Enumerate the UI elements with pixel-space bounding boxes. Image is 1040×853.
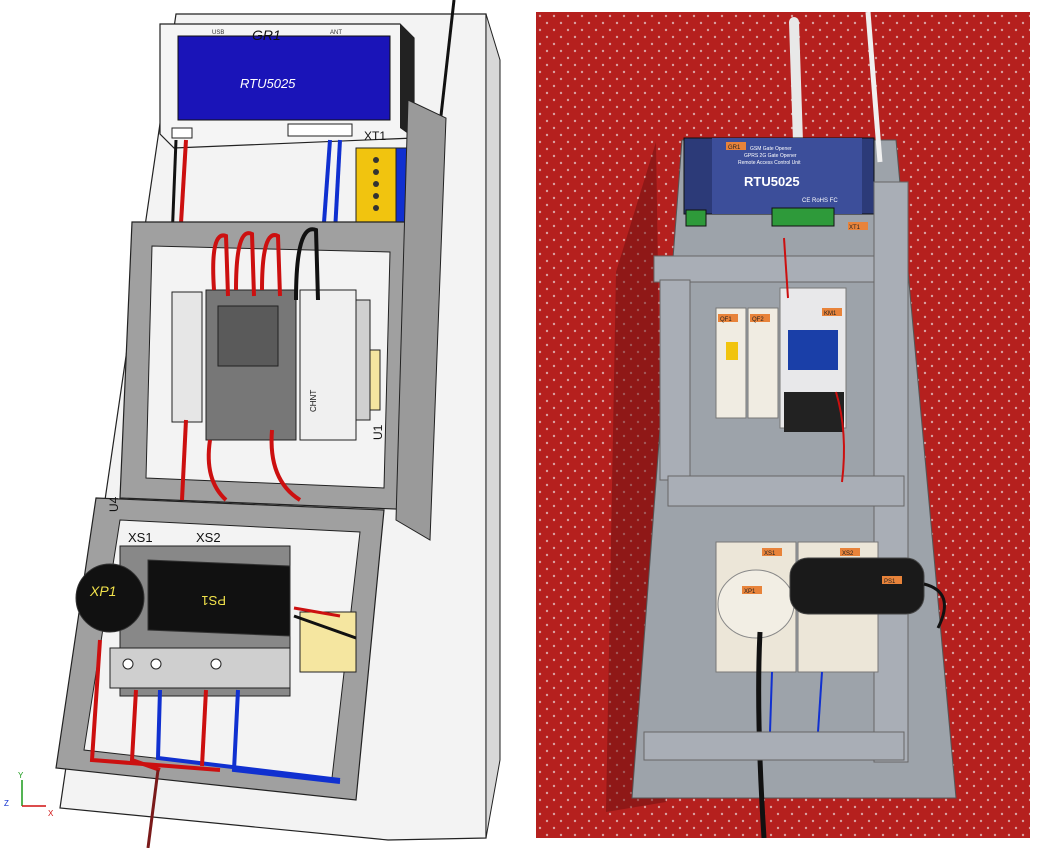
terminal-block: XT1 [355, 129, 409, 223]
backplate-edge [485, 13, 501, 839]
photo-gateway-line1: GSM Gate Opener [750, 146, 792, 152]
photo-wire-blue [769, 671, 773, 733]
photo-socket1-tag: XS1 [764, 551, 776, 557]
wire-red-down-2 [206, 439, 228, 502]
wire-blue-lower-1 [155, 689, 341, 782]
photo-gateway-cert: CE RoHS FC [802, 198, 838, 204]
gateway-port-left: USB [212, 30, 224, 36]
photo-gateway-name: RTU5025 [744, 174, 800, 189]
gateway-module: USB ANT GR1 RTU5025 [159, 23, 415, 149]
wire-red-down-1 [180, 419, 188, 501]
plug-label: XP1 [89, 583, 116, 599]
axis-z-label: Z [4, 799, 9, 808]
photo-wire-blue-2 [817, 671, 823, 733]
photo-socket2-tag: XS2 [842, 551, 854, 557]
photo-breaker2-tag: QF2 [752, 317, 764, 323]
gateway-blue-face [177, 35, 391, 121]
plug-body [75, 563, 145, 633]
wire-red-upper-3 [260, 233, 282, 297]
photo-power-cable [756, 631, 767, 839]
photo-svg: GSM Gate Opener GPRS 2G Gate Opener Remo… [536, 11, 1030, 839]
wire-red-lower-2 [129, 689, 161, 772]
photo-adapter-cable [923, 582, 946, 629]
terminal-label: XT1 [364, 129, 386, 143]
photo-wire-red-2 [835, 391, 845, 483]
gateway-label: GR1 [252, 27, 281, 43]
photo-white-cable [865, 11, 883, 163]
supply-cable [146, 769, 160, 849]
wire-red-down-3 [269, 429, 302, 502]
socket1-label: XS1 [128, 530, 153, 545]
photo-adapter-tag: PS1 [884, 579, 896, 585]
axis-y-label: Y [18, 771, 24, 780]
photo-terminal-tag: XT1 [849, 225, 861, 231]
wire-red-lower-1 [89, 639, 221, 772]
cad-model-svg: USB ANT GR1 RTU5025 XT1 U1 CHNT [4, 0, 501, 849]
wire-red-upper-1 [211, 233, 230, 297]
adapter-body [147, 559, 291, 637]
wire-red-upper-2 [234, 231, 256, 297]
photo-terminal-tag-bg [848, 222, 868, 230]
axes-triad: Y Z X [4, 771, 54, 818]
wire-red-adapter [293, 606, 341, 618]
adapter-label: PS1 [201, 593, 226, 608]
photo-adapter: PS1 [789, 557, 925, 615]
photo-bottom-duct [643, 731, 905, 761]
wire-blue-lower-2 [231, 689, 341, 784]
wire-black-upper [294, 227, 320, 301]
photo-contactor: KM1 [779, 287, 847, 432]
lower-section-label: U4 [107, 496, 121, 512]
wire-black-adapter [293, 614, 357, 640]
photo-breakers: QF1 QF2 [715, 307, 779, 419]
photo-gateway: GSM Gate Opener GPRS 2G Gate Opener Remo… [683, 137, 875, 227]
photo-breaker1-tag: QF1 [720, 317, 732, 323]
cad-model-view: USB ANT GR1 RTU5025 XT1 U1 CHNT [4, 0, 501, 849]
photo-gateway-tag: GR1 [728, 145, 741, 151]
photo-upper-duct [653, 181, 909, 763]
photo-contactor-tag: KM1 [824, 311, 837, 317]
wire-red-lower-3 [200, 689, 208, 767]
socket-adapter-assembly: XS1 XS2 PS1 XP1 [75, 530, 357, 697]
photo-gateway-line2: GPRS 2G Gate Opener [744, 153, 797, 159]
photo-gateway-line3: Remote Access Control Unit [738, 160, 801, 166]
photo-plug: XP1 [717, 569, 795, 639]
photo-plug-tag: XP1 [744, 589, 756, 595]
psu-label: U1 [371, 424, 385, 440]
axis-x-label: X [48, 809, 54, 818]
gateway-port-right: ANT [330, 30, 342, 36]
psu-brand: CHNT [309, 390, 318, 412]
photo-view: GSM Gate Opener GPRS 2G Gate Opener Remo… [536, 11, 1030, 839]
socket2-label: XS2 [196, 530, 221, 545]
photo-antenna [789, 17, 803, 147]
photo-wire-red-1 [783, 237, 789, 299]
breaker-contactor-assembly: U1 CHNT [171, 289, 385, 441]
gateway-name: RTU5025 [240, 76, 296, 91]
